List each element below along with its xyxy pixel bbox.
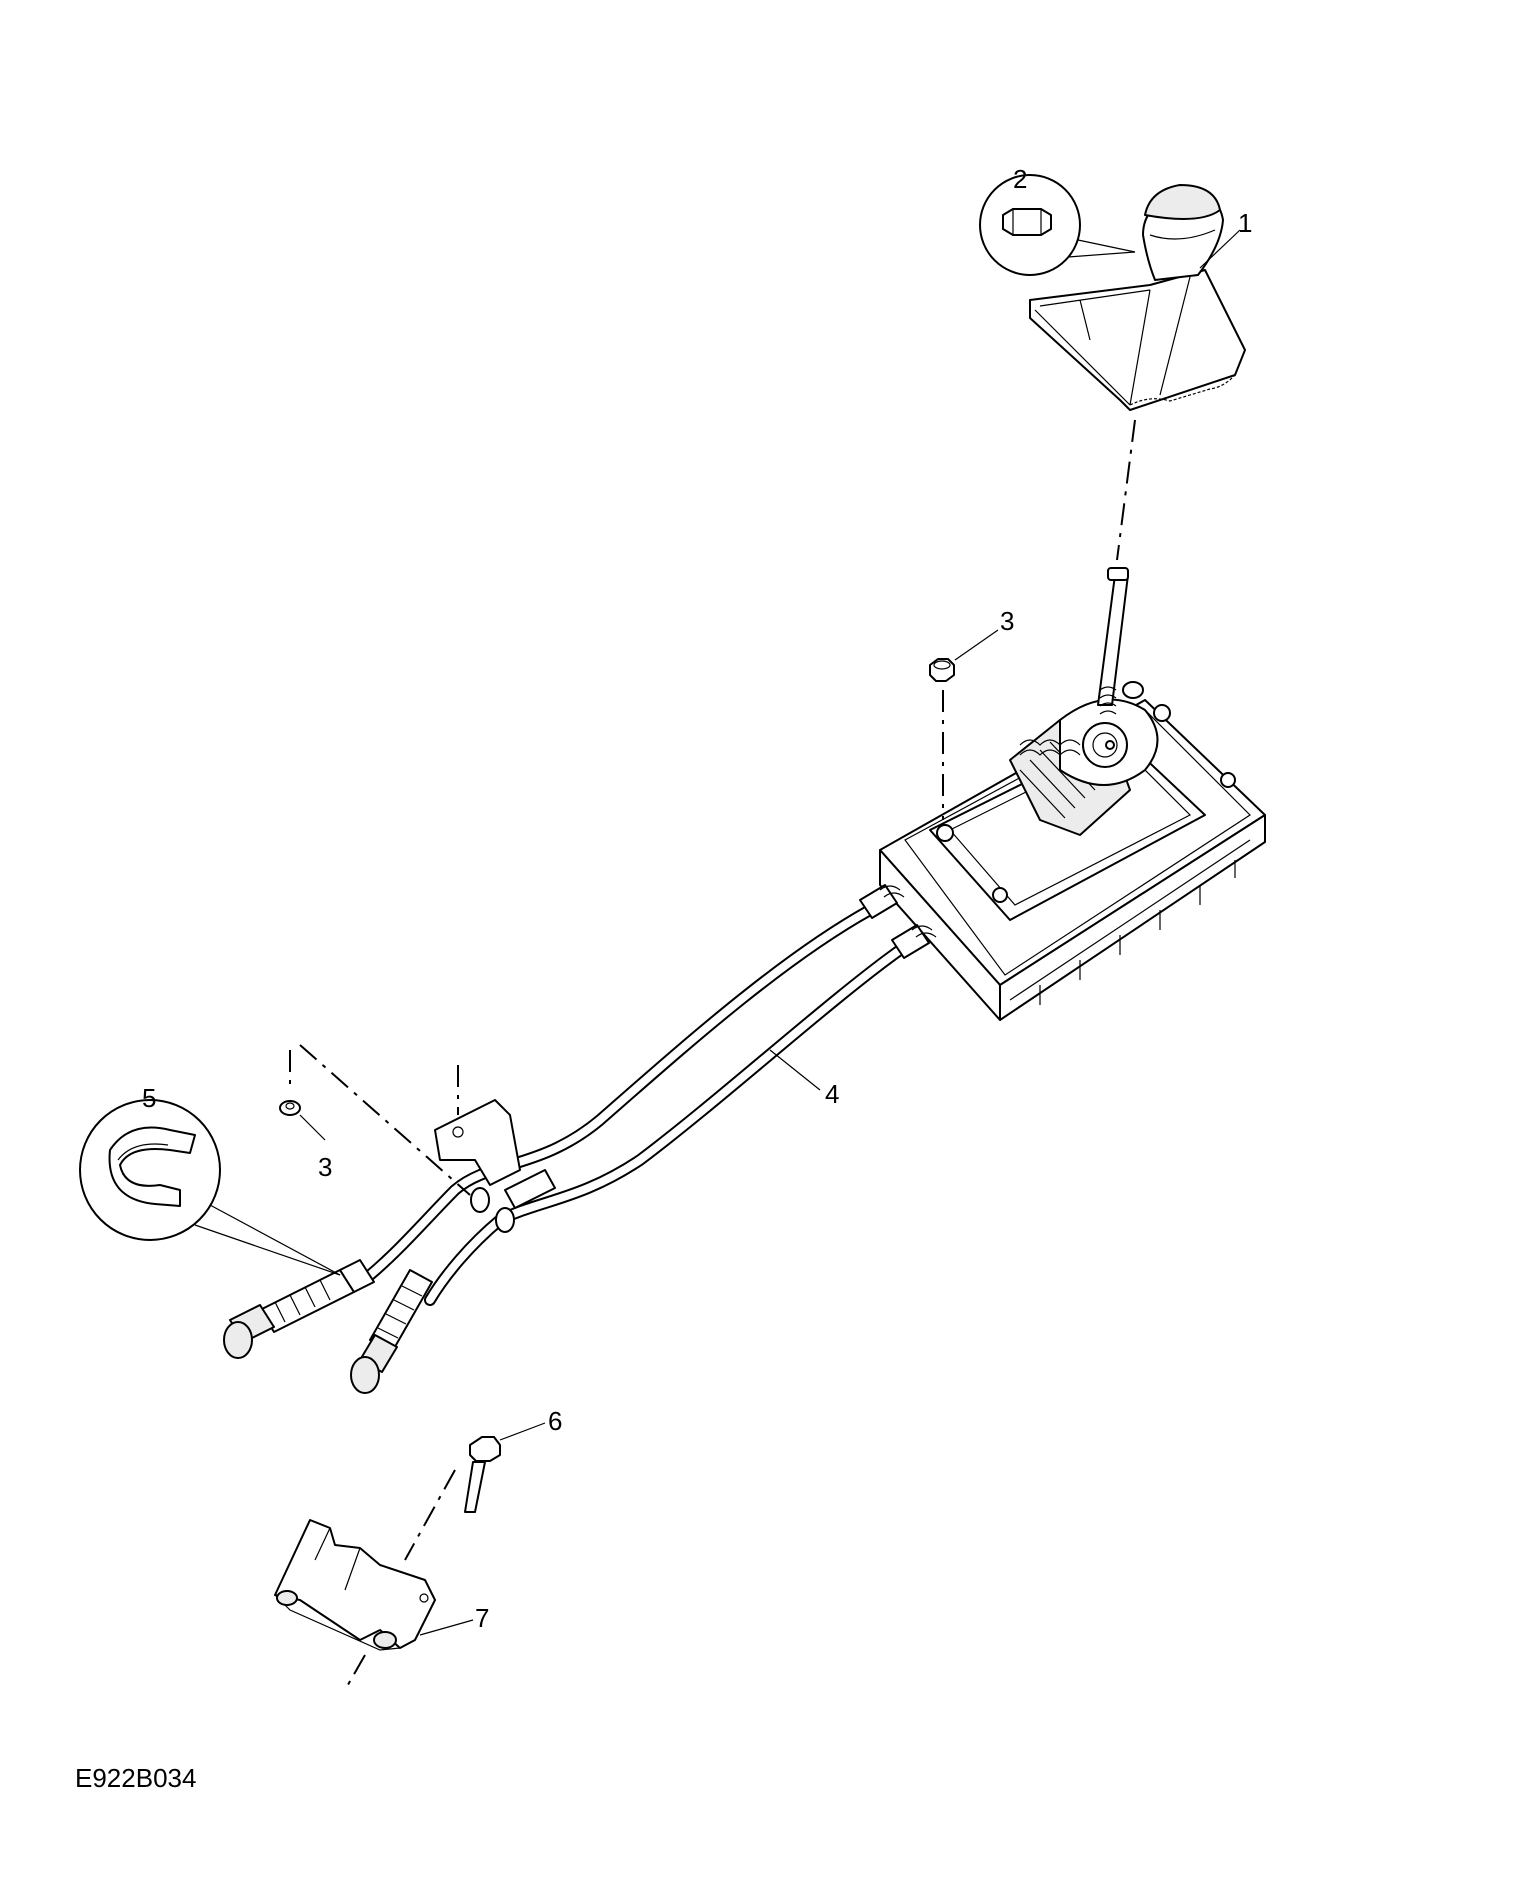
- nut-upper: [929, 658, 955, 682]
- callout-3-upper: 3: [1000, 606, 1014, 636]
- gear-shift-cables: [364, 884, 937, 1306]
- bracket-lower-alignment-line: [344, 1654, 366, 1691]
- retaining-clip-leader-2: [194, 1224, 341, 1276]
- callout-7: 7: [475, 1603, 489, 1633]
- bolt: [464, 1436, 501, 1513]
- shifter-housing: [879, 698, 1266, 1021]
- nut-to-bracket-alignment-line: [299, 1044, 471, 1196]
- knob-alignment-line: [1116, 419, 1136, 561]
- retaining-clip-detail-circle: [79, 1099, 221, 1241]
- gear-knob-and-boot: [1029, 184, 1246, 411]
- retaining-clip-leader-1: [209, 1204, 341, 1276]
- callout-2: 2: [1013, 164, 1027, 194]
- nut-lower: [279, 1100, 301, 1116]
- callout-3-lower: 3: [318, 1152, 332, 1182]
- callout-5: 5: [142, 1083, 156, 1113]
- cable-bracket: [434, 1099, 521, 1186]
- cable-end-adjusters: [223, 1259, 433, 1394]
- clip-detail-circle: [979, 174, 1136, 276]
- callout-1: 1: [1238, 208, 1252, 238]
- bolt-alignment-line: [404, 1469, 456, 1561]
- leader-lines: [299, 229, 1241, 1636]
- figure-reference-code: E922B034: [75, 1763, 196, 1793]
- mounting-bracket: [274, 1519, 436, 1651]
- callout-6: 6: [548, 1406, 562, 1436]
- callout-4: 4: [825, 1079, 839, 1109]
- gear-lever-shaft: [1097, 567, 1144, 715]
